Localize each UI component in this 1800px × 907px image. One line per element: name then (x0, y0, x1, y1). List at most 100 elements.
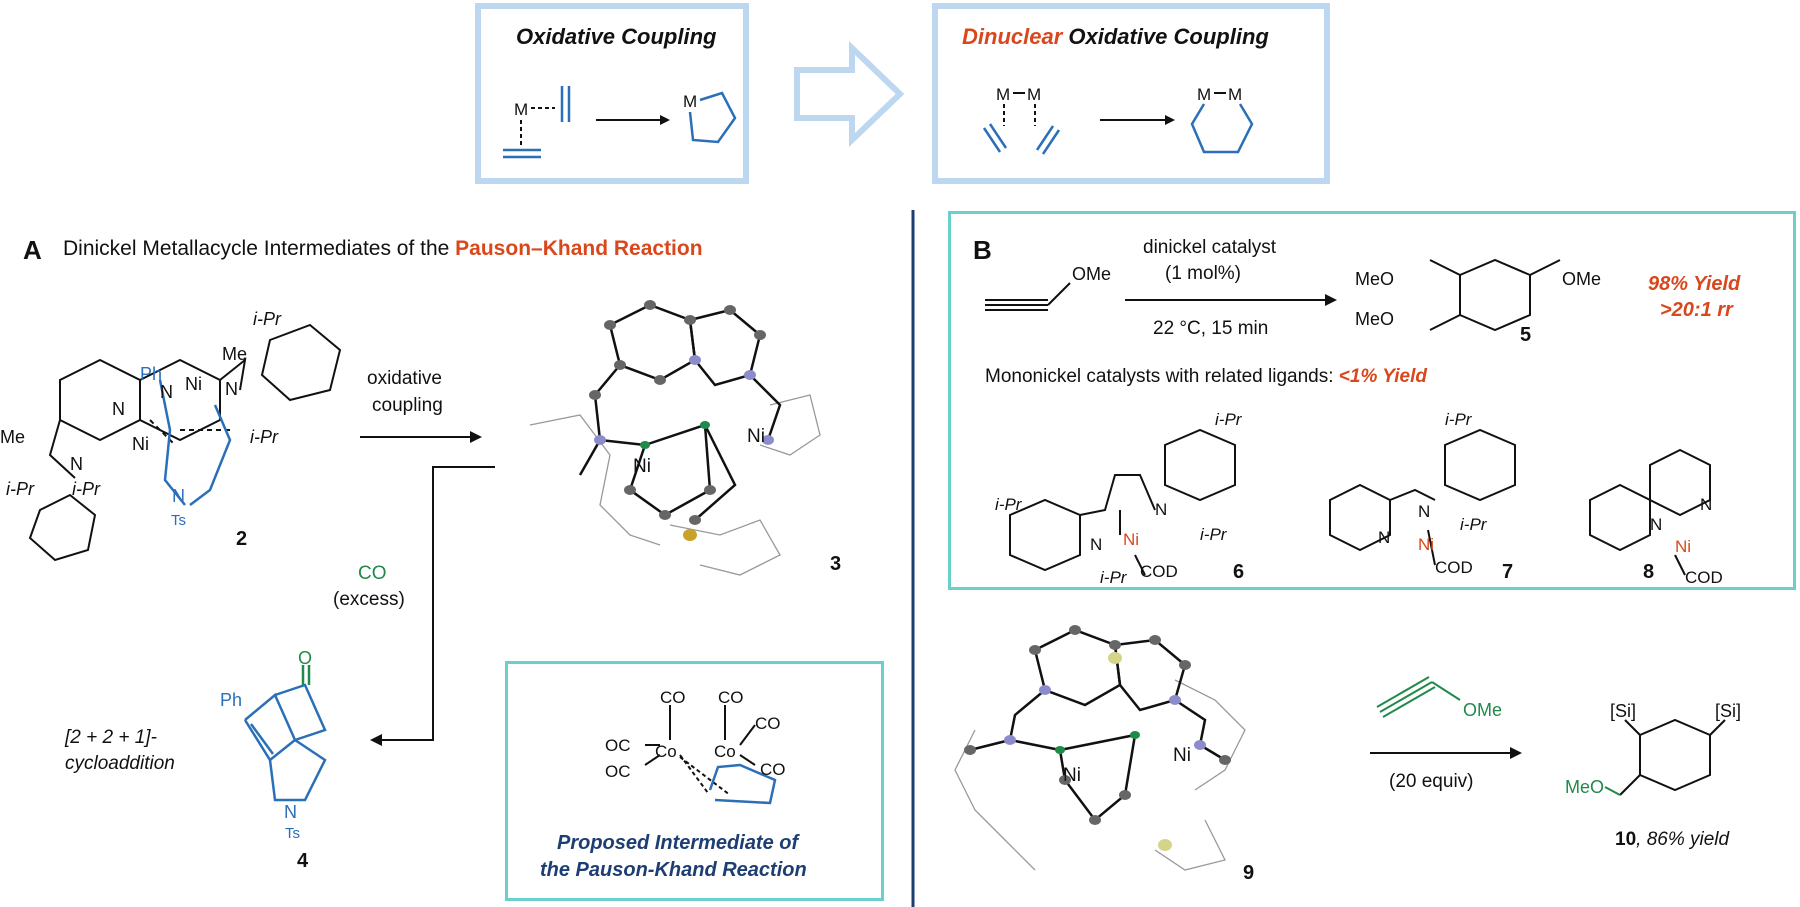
svg-text:N: N (1700, 495, 1712, 514)
svg-text:Ts: Ts (171, 512, 186, 529)
compound-10-label: 10 (1615, 829, 1637, 850)
reaction-arrows-a (360, 431, 495, 746)
svg-text:N: N (284, 802, 297, 822)
yield-98: 98% Yield (1648, 273, 1741, 295)
svg-text:Ni: Ni (1675, 537, 1691, 556)
mononickel-text: Mononickel catalysts with related ligand… (985, 366, 1339, 387)
panel-b-box (948, 211, 1796, 590)
svg-text:Ts: Ts (285, 825, 300, 840)
svg-text:i-Pr: i-Pr (1460, 515, 1488, 534)
svg-text:O: O (298, 650, 312, 668)
svg-text:Ni: Ni (1123, 530, 1139, 549)
svg-text:M: M (683, 92, 697, 111)
compound-5-structure: MeO MeO OMe (1355, 258, 1601, 332)
svg-text:OMe: OMe (1463, 700, 1502, 720)
panel-b-letter: B (973, 235, 992, 265)
compound-7-label: 7 (1502, 561, 1514, 583)
inset-caption-line1: Proposed Intermediate of (557, 832, 799, 854)
oxidative-coupling-box (475, 3, 749, 184)
compound-10-yield: , 86% yield (1636, 829, 1730, 850)
dinuclear-word: Dinuclear (962, 24, 1063, 49)
svg-text:Ni: Ni (1418, 535, 1434, 554)
compound-8-label: 8 (1643, 561, 1655, 583)
catalyst-line1: dinickel catalyst (1143, 237, 1277, 258)
svg-text:i-Pr: i-Pr (995, 495, 1023, 514)
compound-10-caption: 10, 86% yield (1615, 829, 1729, 851)
svg-text:i-Pr: i-Pr (250, 427, 279, 447)
svg-text:i-Pr: i-Pr (72, 479, 101, 499)
arrow-label-oxidative: oxidative (367, 368, 442, 389)
compound-2-label: 2 (236, 528, 248, 550)
svg-text:i-Pr: i-Pr (1200, 525, 1228, 544)
panel-a-heading-text: Dinickel Metallacycle Intermediates of t… (63, 237, 456, 260)
excess-label: (excess) (333, 589, 405, 610)
svg-text:Me: Me (0, 427, 25, 447)
pauson-khand-inset-box (505, 661, 884, 901)
dinuclear-coupling-box (932, 3, 1330, 184)
arrow-label-coupling: coupling (372, 395, 443, 416)
propargyl-ether-reagent-green: OMe (1376, 676, 1502, 720)
compound-9-label: 9 (1243, 862, 1255, 884)
svg-text:CO: CO (760, 760, 786, 779)
inset-caption-line2: the Pauson-Khand Reaction (540, 859, 807, 881)
svg-text:i-Pr: i-Pr (1445, 410, 1473, 429)
ni-label-9a: Ni (1063, 765, 1081, 786)
svg-text:N: N (1418, 502, 1430, 521)
svg-text:M: M (996, 85, 1010, 104)
svg-text:OC: OC (605, 762, 631, 781)
compound-4-structure: O Ph N Ts (220, 650, 327, 840)
svg-text:CO: CO (718, 688, 744, 707)
svg-text:MeO: MeO (1565, 777, 1604, 797)
svg-text:N: N (172, 486, 185, 506)
svg-text:N: N (160, 382, 173, 402)
svg-text:N: N (225, 379, 238, 399)
svg-text:OMe: OMe (1562, 269, 1601, 289)
svg-text:OC: OC (605, 736, 631, 755)
svg-text:Ph: Ph (140, 364, 162, 384)
dinuclear-title-rest: Oxidative Coupling (1062, 24, 1269, 49)
svg-text:N: N (1155, 500, 1167, 519)
mononickel-yield: <1% Yield (1338, 366, 1427, 387)
svg-text:i-Pr: i-Pr (253, 309, 282, 329)
svg-text:i-Pr: i-Pr (1215, 410, 1243, 429)
compound-2-structure: N N Ni Ni N N Me Me i-Pr i-Pr i-Pr i-Pr … (0, 309, 342, 562)
svg-text:i-Pr: i-Pr (6, 479, 35, 499)
svg-text:i-Pr: i-Pr (1100, 568, 1128, 585)
svg-text:COD: COD (1140, 562, 1178, 581)
propargyl-ether-reactant: OMe (985, 264, 1111, 311)
ni-label-3b: Ni (747, 426, 765, 447)
catalyst-line2: (1 mol%) (1165, 263, 1242, 284)
svg-text:Ni: Ni (185, 374, 202, 394)
svg-text:CO: CO (660, 688, 686, 707)
svg-text:OMe: OMe (1072, 264, 1111, 284)
panel-a-heading: Dinickel Metallacycle Intermediates of t… (63, 237, 703, 261)
svg-text:COD: COD (1685, 568, 1723, 585)
cycloaddition-line1: [2 + 2 + 1]- (65, 727, 157, 748)
mononickel-statement: Mononickel catalysts with related ligand… (985, 366, 1427, 388)
svg-text:Ni: Ni (132, 434, 149, 454)
crystal-structure-3 (529, 300, 821, 576)
svg-text:N: N (70, 454, 83, 474)
reaction-arrow-b (1125, 294, 1337, 306)
hollow-arrow (794, 40, 905, 148)
co-label: CO (358, 563, 387, 584)
svg-text:M: M (514, 100, 528, 119)
mononuclear-scheme: M M (503, 86, 737, 159)
svg-text:[Si]: [Si] (1715, 701, 1741, 721)
compound-10-structure: [Si] [Si] MeO (1565, 701, 1741, 797)
svg-text:CO: CO (755, 714, 781, 733)
svg-text:N: N (112, 399, 125, 419)
ni-label-3a: Ni (633, 456, 651, 477)
svg-text:COD: COD (1435, 558, 1473, 577)
dinuclear-coupling-title: Dinuclear Oxidative Coupling (962, 24, 1269, 50)
svg-text:MeO: MeO (1355, 309, 1394, 329)
svg-text:Co: Co (655, 742, 677, 761)
equiv-label: (20 equiv) (1389, 771, 1474, 792)
compound-6-label: 6 (1233, 561, 1245, 583)
mononickel-catalysts: i-Pr i-Pr i-Pr i-Pr N N Ni COD N N Ni CO… (995, 410, 1723, 585)
svg-text:[Si]: [Si] (1610, 701, 1636, 721)
svg-text:N: N (1090, 535, 1102, 554)
compound-5-label: 5 (1520, 324, 1532, 346)
rr-ratio: >20:1 rr (1660, 299, 1733, 321)
